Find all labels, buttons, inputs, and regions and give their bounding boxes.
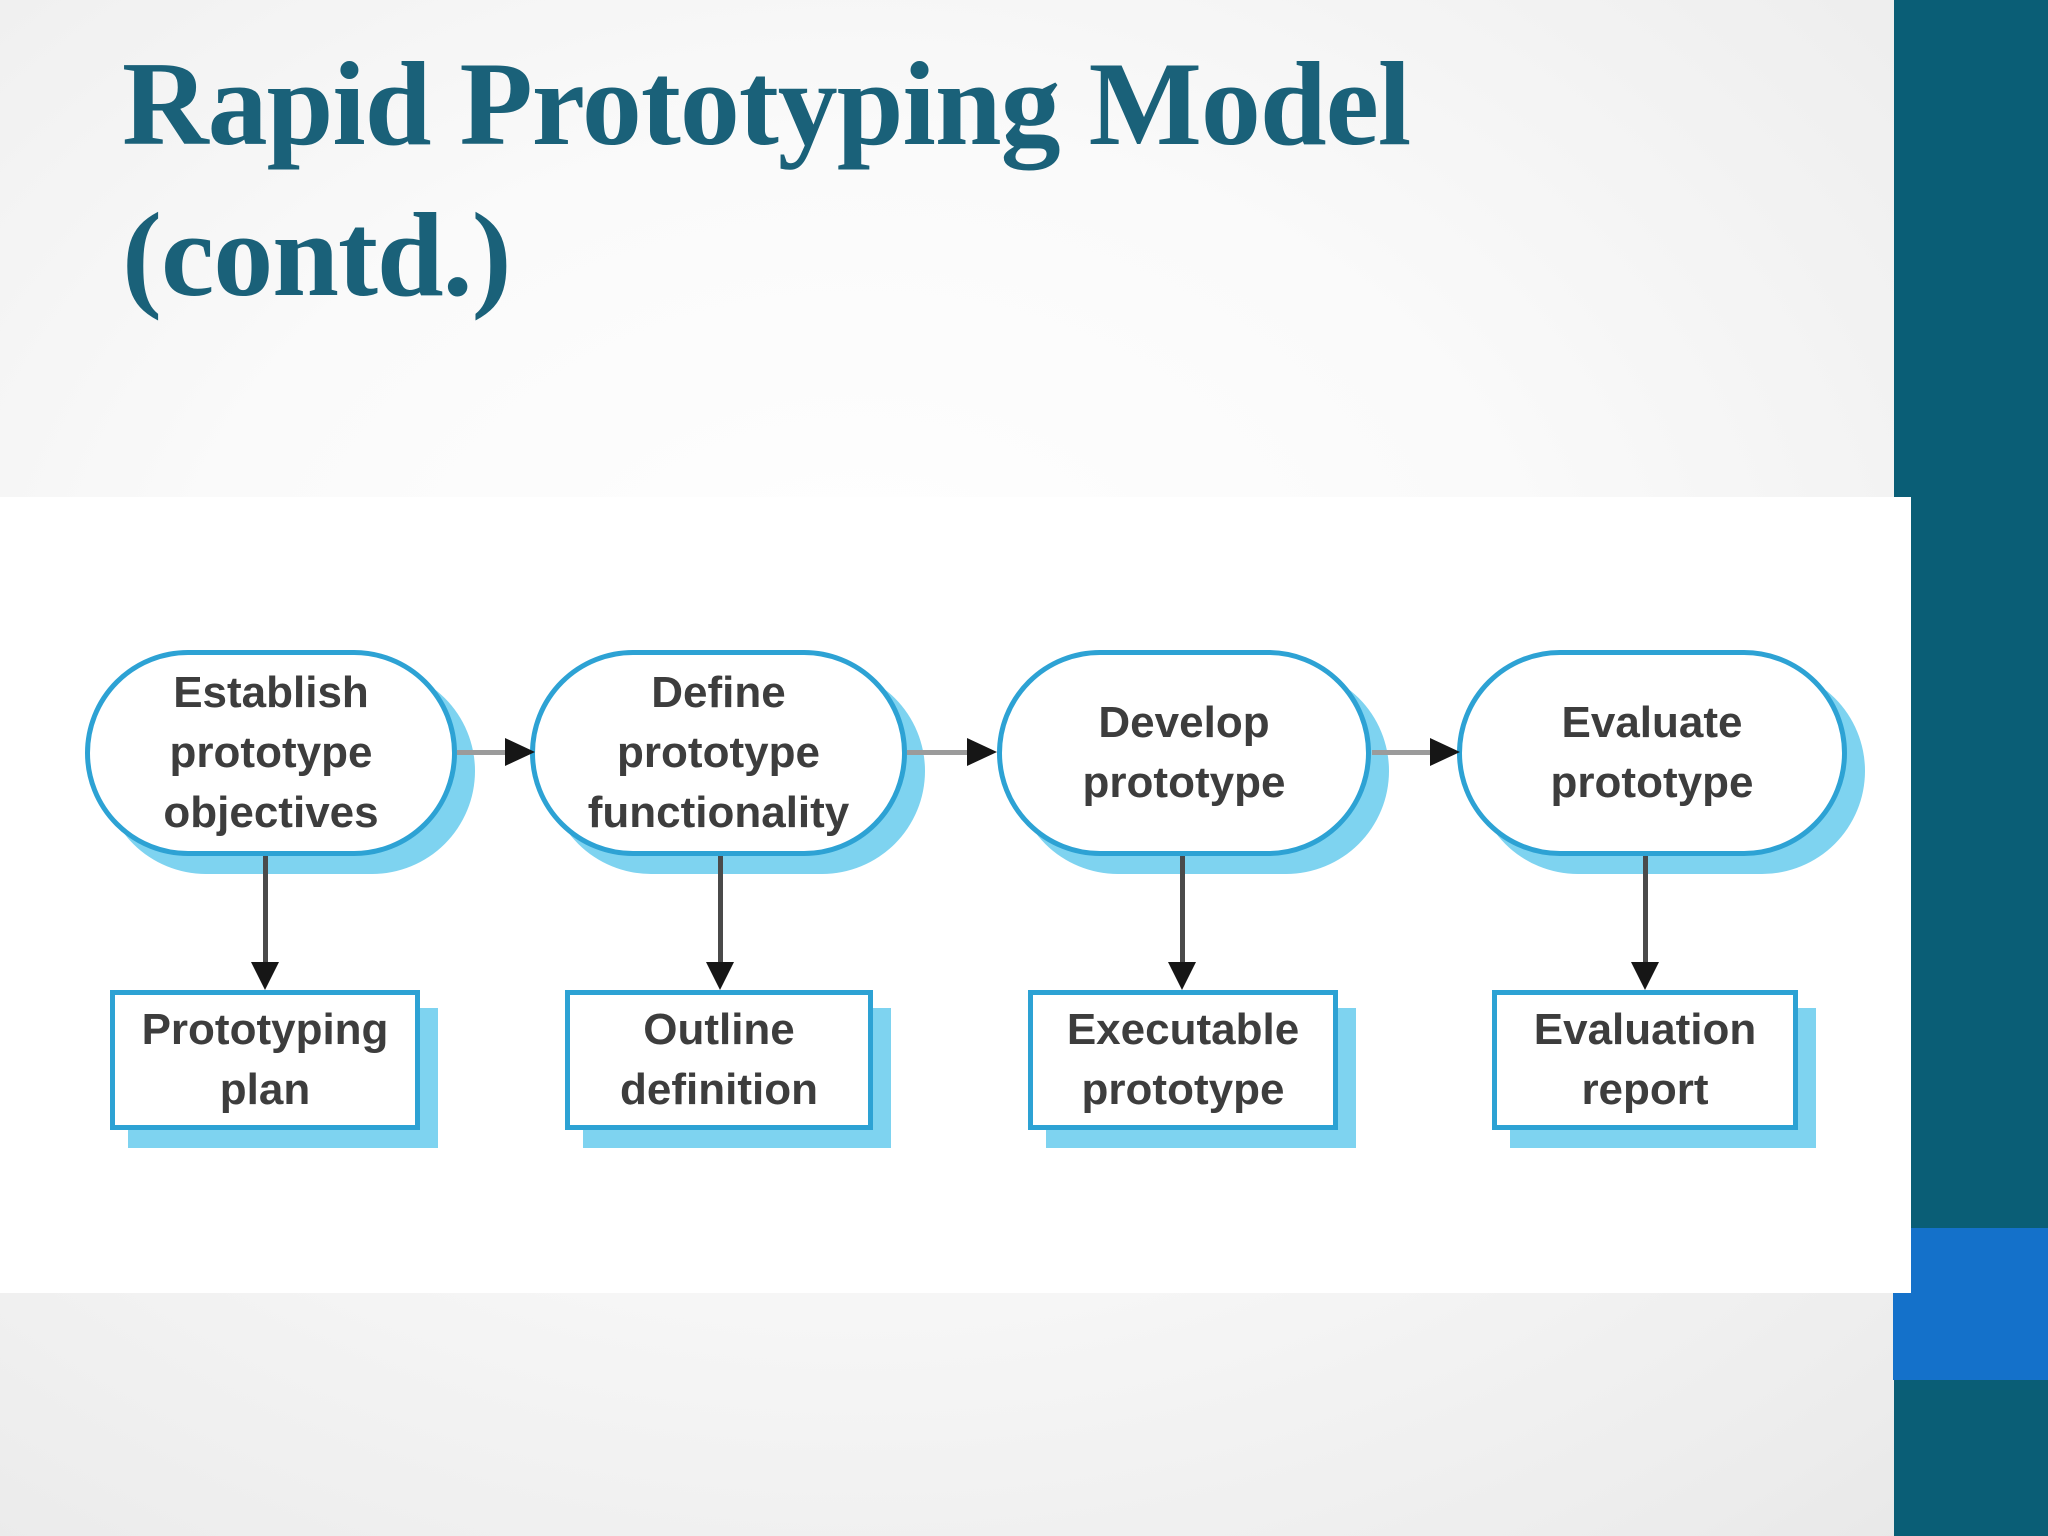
arrow-head	[1168, 962, 1196, 990]
arrow-down-icon	[705, 856, 735, 990]
arrow-shaft	[1372, 749, 1430, 755]
arrow-head	[251, 962, 279, 990]
arrow-down-icon	[1630, 856, 1660, 990]
bottom-right-accent-square	[1893, 1228, 2048, 1380]
stage-label: Evaluate prototype	[1550, 698, 1754, 807]
arrow-head	[967, 738, 997, 766]
arrow-shaft	[907, 749, 967, 755]
artifact-box-executable-prototype: Executable prototype	[1028, 990, 1338, 1130]
artifact-label: Prototyping plan	[141, 1005, 389, 1114]
arrow-head	[505, 738, 535, 766]
stage-label: Establish prototype objectives	[163, 668, 379, 837]
arrow-shaft	[1642, 856, 1648, 962]
arrow-shaft	[457, 749, 505, 755]
diagram-panel	[0, 497, 1911, 1293]
artifact-label: Evaluation report	[1533, 1005, 1757, 1114]
artifact-box-outline-definition: Outline definition	[565, 990, 873, 1130]
artifact-box-prototyping-plan: Prototyping plan	[110, 990, 420, 1130]
slide-title: Rapid Prototyping Model (contd.)	[122, 28, 1602, 330]
artifact-label: Executable prototype	[1066, 1005, 1300, 1114]
arrow-head	[1631, 962, 1659, 990]
arrow-shaft	[262, 856, 268, 962]
arrow-shaft	[717, 856, 723, 962]
arrow-right-icon	[457, 738, 535, 766]
stage-label: Define prototype functionality	[587, 668, 850, 837]
arrow-right-icon	[907, 738, 997, 766]
stage-label: Develop prototype	[1082, 698, 1286, 807]
arrow-head	[706, 962, 734, 990]
arrow-shaft	[1179, 856, 1185, 962]
artifact-label: Outline definition	[620, 1005, 818, 1114]
stage-oval-develop-prototype: Develop prototype	[997, 650, 1371, 856]
arrow-head	[1430, 738, 1460, 766]
stage-oval-establish-objectives: Establish prototype objectives	[85, 650, 457, 856]
artifact-box-evaluation-report: Evaluation report	[1492, 990, 1798, 1130]
arrow-right-icon	[1372, 738, 1460, 766]
arrow-down-icon	[250, 856, 280, 990]
stage-oval-define-functionality: Define prototype functionality	[530, 650, 907, 856]
stage-oval-evaluate-prototype: Evaluate prototype	[1457, 650, 1847, 856]
arrow-down-icon	[1167, 856, 1197, 990]
slide-title-line1: Rapid Prototyping Model	[122, 37, 1411, 170]
slide-title-line2: (contd.)	[122, 188, 512, 322]
